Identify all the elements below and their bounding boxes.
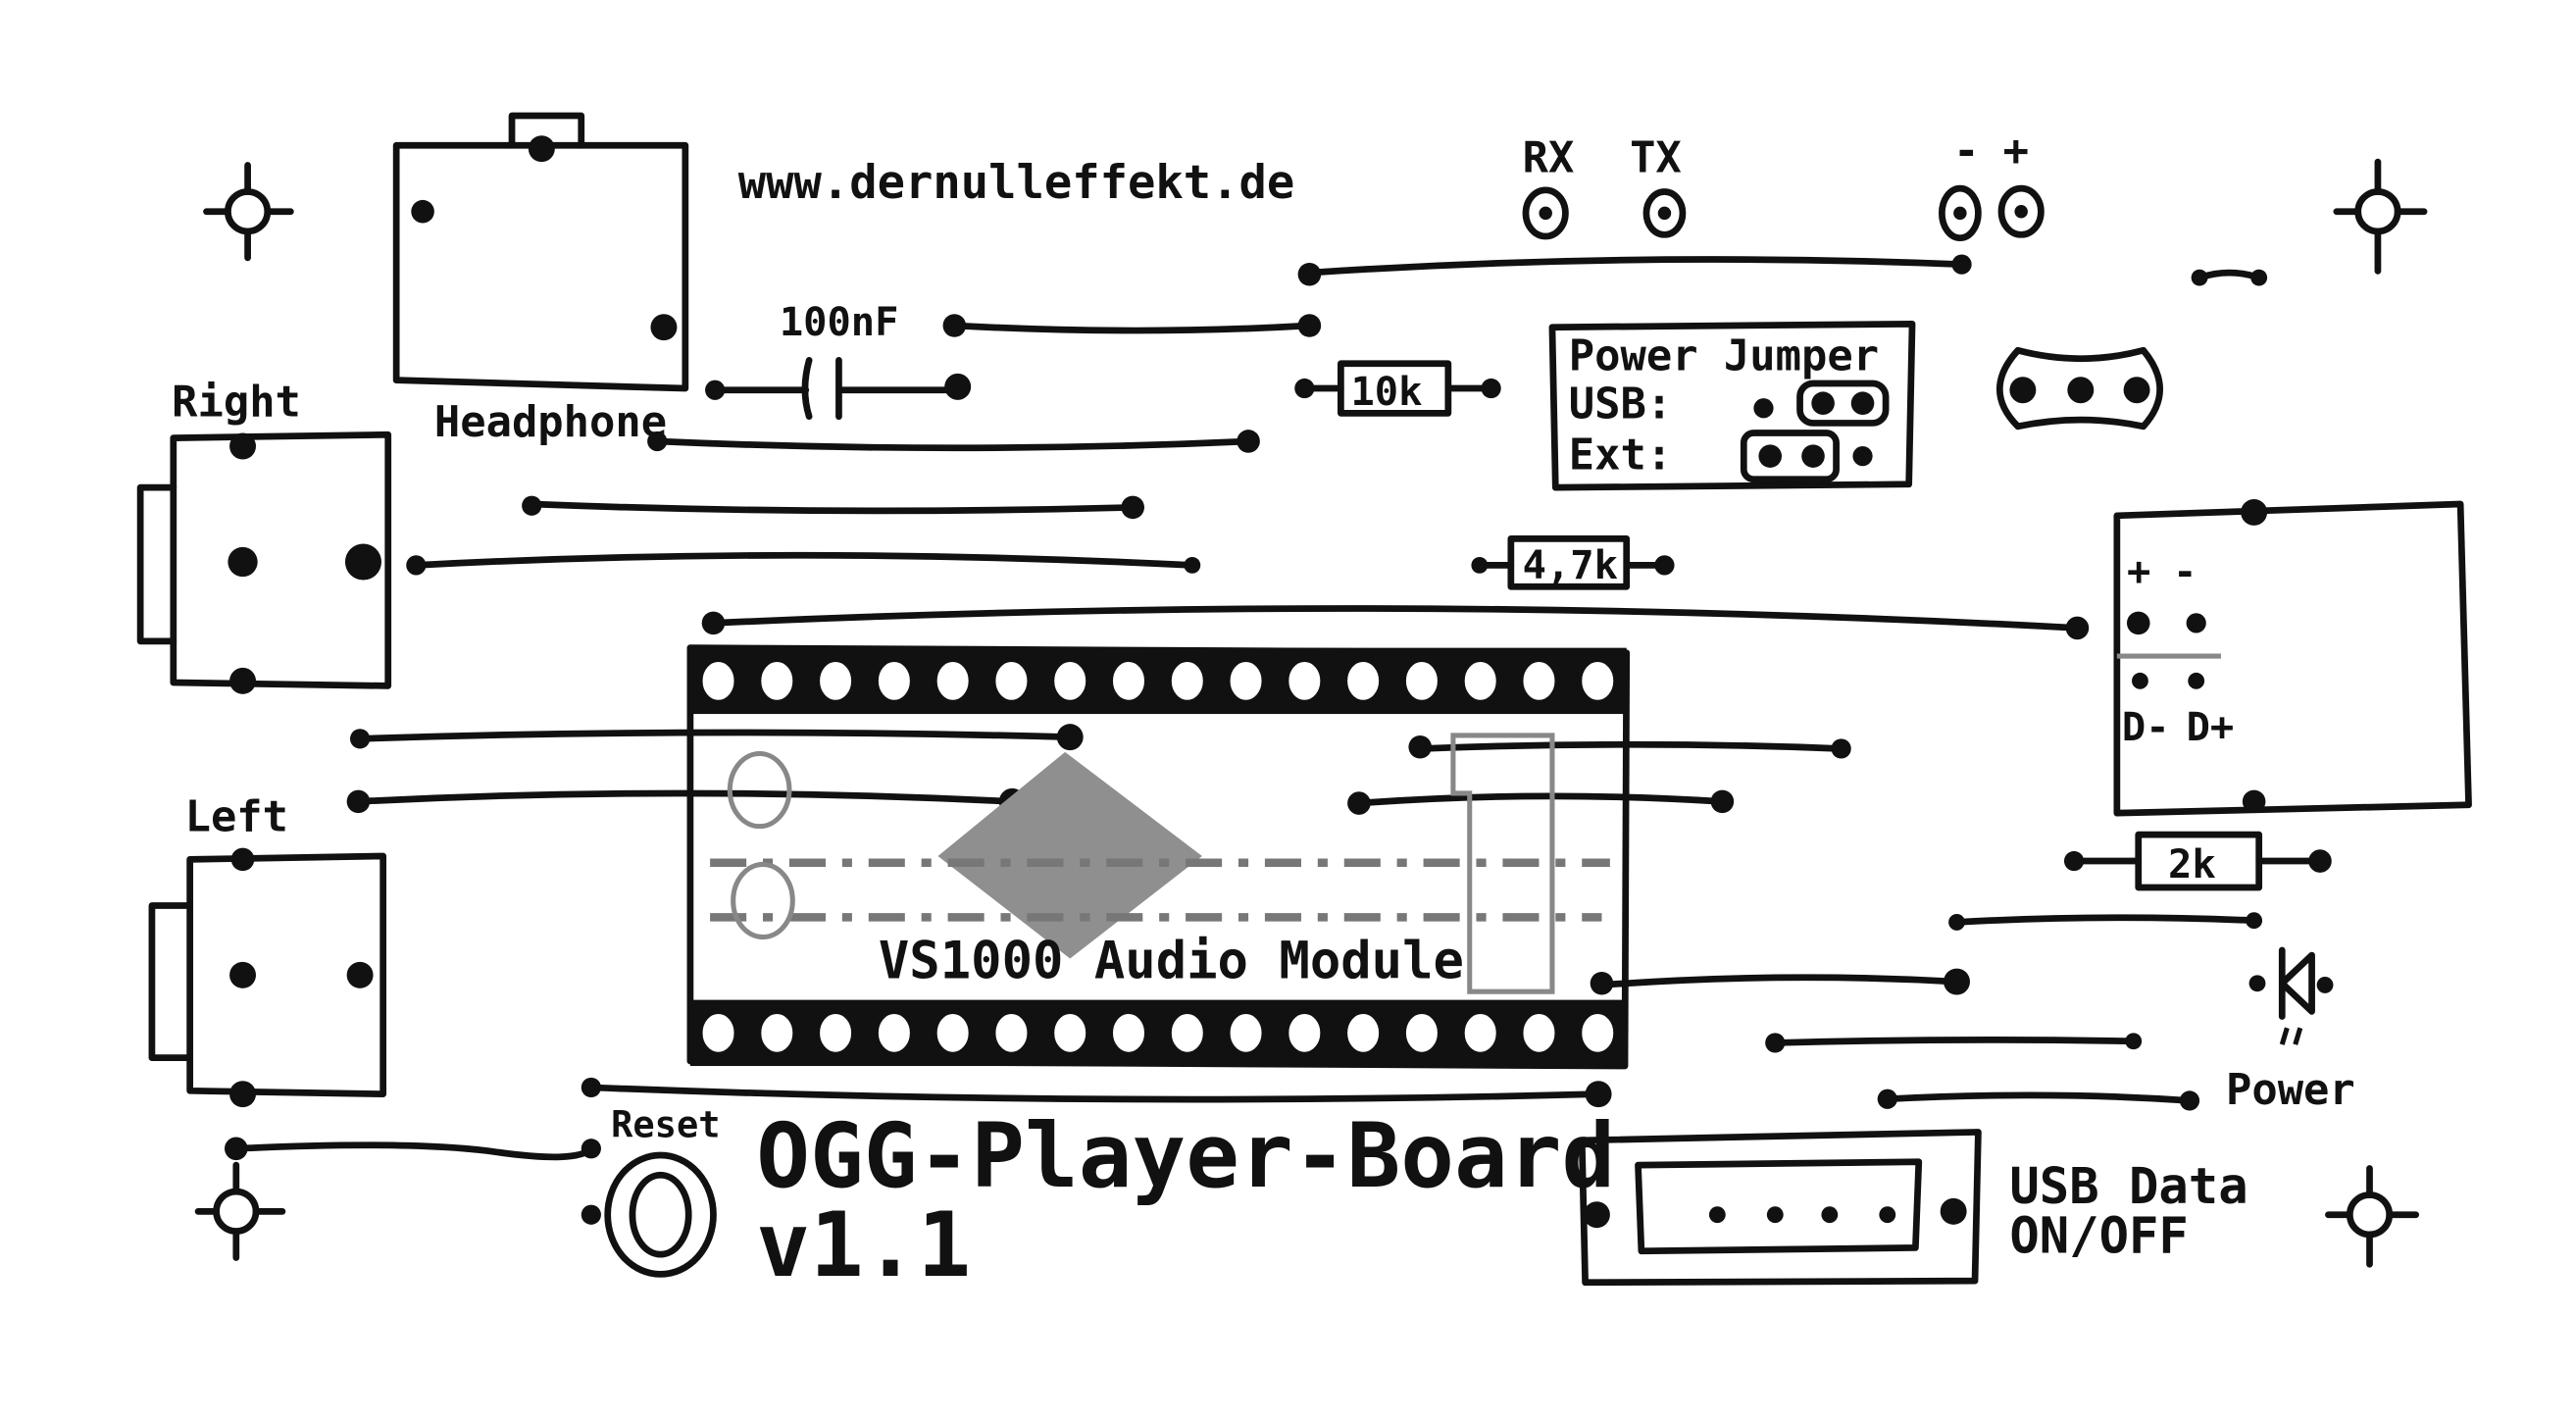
- header-pin: [1166, 656, 1208, 705]
- power-led-icon: [2248, 946, 2334, 1045]
- usb-minus-label: -: [2173, 548, 2197, 595]
- header-pin: [815, 656, 857, 705]
- headphone-label: Headphone: [434, 397, 667, 447]
- right-audio-jack: [136, 430, 392, 694]
- board-version: v1.1: [756, 1194, 971, 1297]
- mounting-hole-icon: [2325, 1165, 2420, 1268]
- header-pin: [990, 1008, 1033, 1057]
- d-minus-label: D-: [2122, 703, 2170, 750]
- resistor-2k: 2k: [2135, 831, 2263, 891]
- header-pin: [1400, 656, 1442, 705]
- tx-label: TX: [1630, 132, 1682, 182]
- right-label: Right: [172, 378, 301, 428]
- usb-jumper-label: USB:: [1569, 379, 1672, 429]
- resistor-4-7k: 4,7k: [1507, 535, 1631, 590]
- vs1000-audio-module: [686, 644, 1631, 1070]
- left-audio-jack: [148, 847, 387, 1108]
- header-pin: [1049, 1008, 1091, 1057]
- header-pin: [1459, 1008, 1501, 1057]
- header-pin: [1225, 1008, 1267, 1057]
- header-pin: [1166, 1008, 1208, 1057]
- capacitor-label: 100nF: [780, 298, 899, 345]
- resistor-10k: 10k: [1338, 360, 1452, 417]
- header-pin: [1049, 656, 1091, 705]
- mounting-hole-icon: [203, 162, 294, 262]
- ext-jumper-label: Ext:: [1569, 430, 1672, 481]
- resistor-4-7k-label: 4,7k: [1523, 541, 1618, 588]
- header-pin: [1107, 656, 1150, 705]
- power-jumper-block: [1548, 320, 1916, 491]
- pad-icon: [1642, 188, 1687, 238]
- mounting-hole-icon: [2333, 158, 2428, 275]
- chip-icon: [937, 751, 1202, 959]
- mounting-hole-icon: [194, 1161, 286, 1261]
- header-pin: [1577, 656, 1619, 705]
- traces: [225, 254, 2332, 1161]
- reset-label: Reset: [611, 1103, 720, 1145]
- header-pin: [1342, 1008, 1385, 1057]
- plus-label: +: [2003, 127, 2029, 177]
- pad-icon: [1938, 184, 1982, 242]
- header-pin: [1459, 656, 1501, 705]
- header-pin: [1577, 1008, 1619, 1057]
- reset-button-icon: [581, 1151, 717, 1278]
- usb-plus-label: +: [2127, 548, 2150, 595]
- module-label: VS1000 Audio Module: [879, 933, 1464, 991]
- pad-icon: [1522, 186, 1569, 240]
- header-pin: [1107, 1008, 1150, 1057]
- header-pin: [756, 656, 798, 705]
- header-pin: [815, 1008, 857, 1057]
- on-off-label: ON/OFF: [2009, 1206, 2188, 1264]
- voltage-regulator: [1995, 346, 2163, 430]
- board-title: OGG-Player-Board: [756, 1105, 1615, 1208]
- resistor-10k-label: 10k: [1350, 368, 1422, 415]
- usb-data-label: USB Data: [2009, 1157, 2248, 1215]
- header-pin: [932, 656, 974, 705]
- resistor-2k-label: 2k: [2168, 840, 2216, 887]
- left-label: Left: [185, 792, 288, 842]
- usb-data-switch: [1578, 1129, 1982, 1287]
- header-pin: [1518, 656, 1560, 705]
- headphone-jack: [392, 112, 689, 392]
- minus-label: -: [1953, 127, 1979, 177]
- header-pin: [1518, 1008, 1560, 1057]
- header-pin: [756, 1008, 798, 1057]
- header-pin: [1284, 656, 1326, 705]
- header-pin: [873, 656, 915, 705]
- header-pin: [1400, 1008, 1442, 1057]
- header-pin: [990, 656, 1033, 705]
- header-pin: [932, 1008, 974, 1057]
- url-label: www.dernulleffekt.de: [738, 156, 1295, 210]
- header-pin: [697, 1008, 739, 1057]
- header-pin: [1342, 656, 1385, 705]
- power-jumper-label: Power Jumper: [1569, 330, 1879, 380]
- rx-label: RX: [1523, 132, 1575, 182]
- header-pin: [873, 1008, 915, 1057]
- header-pin: [1225, 656, 1267, 705]
- header-pin: [697, 656, 739, 705]
- usb-connector: [2113, 498, 2472, 817]
- header-pin: [1284, 1008, 1326, 1057]
- pad-icon: [1997, 184, 2045, 238]
- power-led-label: Power: [2226, 1065, 2355, 1115]
- d-plus-label: D+: [2187, 703, 2235, 750]
